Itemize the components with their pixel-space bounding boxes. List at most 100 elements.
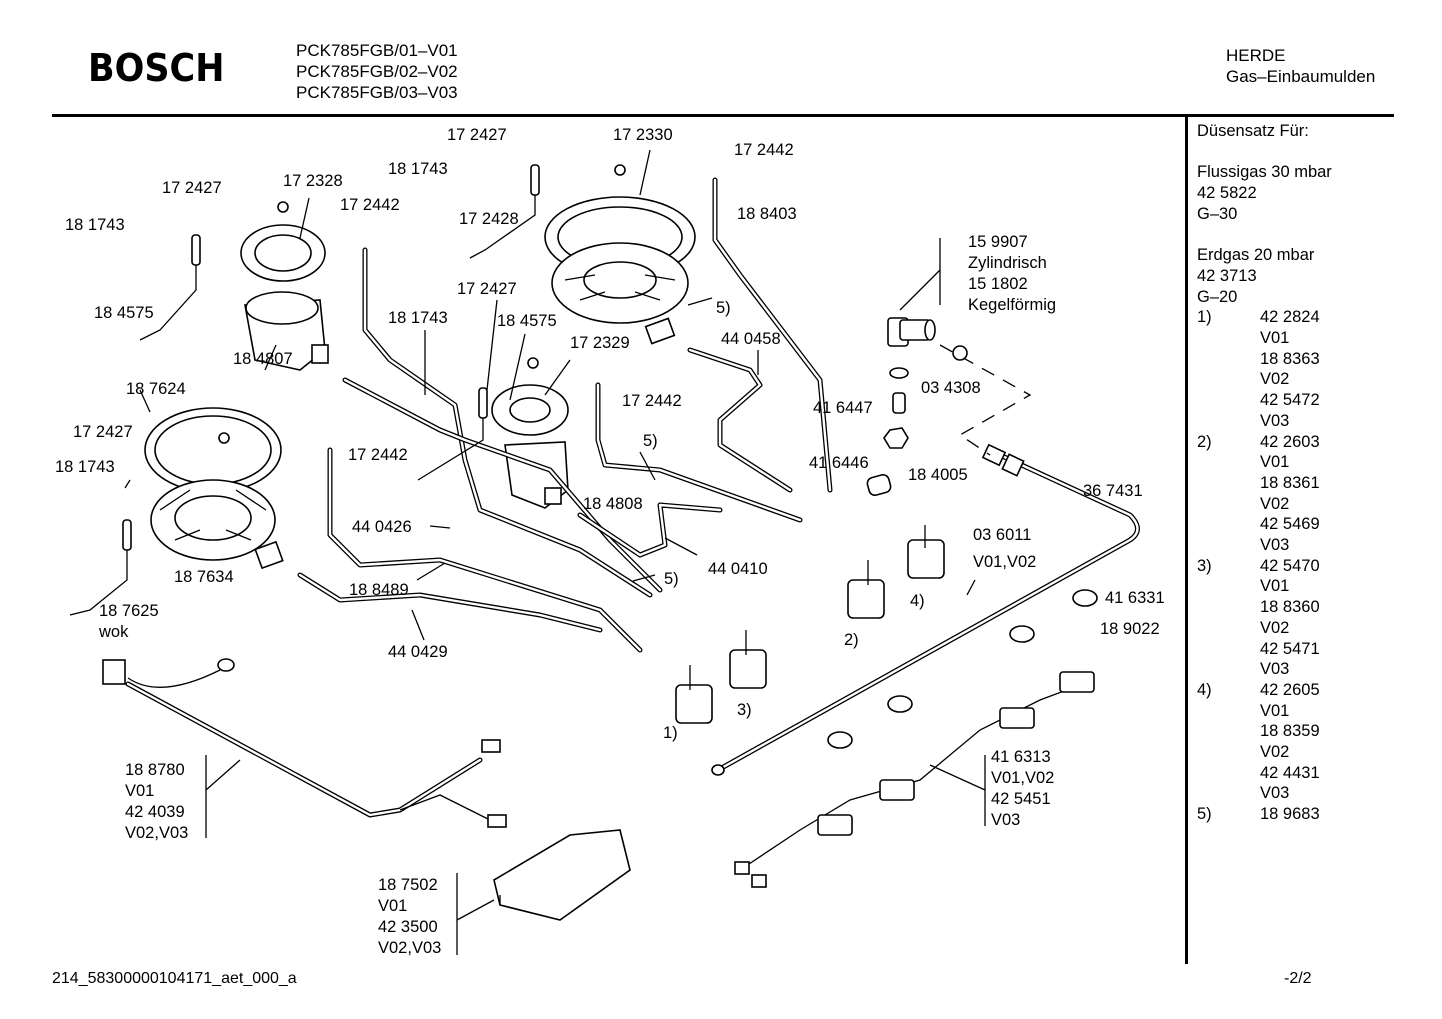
nozzle-entry-key: 3) [1197,556,1212,575]
nozzle-entry-row: 5)18 9683 [1197,804,1332,825]
elbow-fitting [866,317,968,496]
valve-3 [729,630,767,689]
part-number-label: 17 2329 [570,334,630,352]
nozzle-entry-key: 4) [1197,680,1212,699]
part-number-label: 41 6313 [991,748,1051,766]
gas-manifold-pipe [711,443,1140,776]
nozzle-entry-row: V03 [1197,783,1332,804]
nozzle-entry-row: V01 [1197,701,1332,722]
part-number-label: 17 2442 [348,446,408,464]
part-number-label: 18 4575 [497,312,557,330]
nozzle-entry-value: 42 5472 [1260,391,1320,410]
part-number-label: V02,V03 [378,939,441,957]
part-number-label: 18 1743 [388,309,448,327]
nozzle-entry-value: 18 8360 [1260,598,1320,617]
part-number-label: 17 2428 [459,210,519,228]
nozzle-entry-row: V03 [1197,659,1332,680]
part-number-label: 18 7625 [99,602,159,620]
nozzle-entry-row: V01 [1197,452,1332,473]
valve-2 [847,560,885,619]
gas-group-part: 42 5822 [1197,184,1257,203]
part-number-label: V01,V02 [973,553,1036,571]
nozzle-entry-value: V01 [1260,577,1290,596]
part-number-label: 17 2442 [734,141,794,159]
part-number-label: 5) [643,432,658,450]
part-number-label: Zylindrisch [968,254,1047,272]
part-number-label: 18 7624 [126,380,186,398]
part-number-label: 1) [663,724,678,742]
part-number-label: 18 8489 [349,581,409,599]
sidebar-divider [1185,116,1188,964]
nozzle-entry-value: 18 8359 [1260,722,1320,741]
part-number-label: 44 0426 [352,518,412,536]
part-number-label: 18 1743 [65,216,125,234]
connection-dashed-line [939,344,1032,456]
nozzle-entry-value: 42 2824 [1260,308,1320,327]
part-number-label: 3) [737,701,752,719]
gas-group-code: G–30 [1197,204,1238,223]
nozzle-entry-row: V02 [1197,369,1332,390]
page-number: -2/2 [1284,970,1312,987]
nozzle-entry-value: V01 [1260,453,1290,472]
nozzle-entry-value: 42 2605 [1260,680,1320,699]
document-id: 214_58300000104171_aet_000_a [52,970,297,987]
nozzle-entry-row: 4) 42 2605 [1197,680,1332,701]
nozzle-entry-value: 42 5471 [1260,639,1320,658]
part-number-label: 42 5451 [991,790,1051,808]
small-burner-left [240,201,329,371]
part-number-label: V01,V02 [991,769,1054,787]
nozzle-entry-row: 18 8361 [1197,473,1332,494]
part-number-label: 41 6331 [1105,589,1165,607]
nozzle-entry-value: 42 5470 [1260,556,1320,575]
category-line: HERDE [1226,46,1286,65]
model-list: PCK785FGB/01–V01 PCK785FGB/02–V02 PCK785… [296,40,458,103]
ignition-module [493,829,631,921]
nozzle-set-panel: Düsensatz Für: Flussigas 30 mbar 42 5822… [1197,121,1332,825]
nozzle-entry-row: 42 4431 [1197,763,1332,784]
thermocouple-lines [297,177,833,653]
nozzle-entry-row: 42 5469 [1197,514,1332,535]
nozzle-entry-row: 42 5471 [1197,639,1332,660]
large-burner [544,164,696,345]
part-number-label: 17 2427 [162,179,222,197]
wiring-harness [102,658,507,828]
nozzle-entry-key: 5) [1197,805,1212,824]
part-number-label: 18 1743 [55,458,115,476]
part-number-label: V03 [991,811,1020,829]
valve-4 [907,525,945,579]
category-line: Gas–Einbaumulden [1226,67,1376,86]
gas-group-code: G–20 [1197,287,1238,306]
wok-burner [144,407,284,570]
nozzle-entry-value: V01 [1260,329,1290,347]
part-number-label: 18 4005 [908,466,968,484]
part-number-label: 18 4575 [94,304,154,322]
part-number-label: 5) [664,570,679,588]
part-number-label: 42 3500 [378,918,438,936]
part-number-label: V01 [125,782,154,800]
gas-group-lpg: Flussigas 30 mbar 42 5822 G–30 [1197,162,1332,224]
nozzle-entry-value: V03 [1260,784,1290,803]
gas-group-name: Flussigas 30 mbar [1197,163,1332,182]
part-number-label: 44 0410 [708,560,768,578]
part-number-label: 18 7502 [378,876,438,894]
ignition-harness [734,671,1095,888]
gas-group-natural: Erdgas 20 mbar 42 3713 G–20 [1197,245,1332,307]
small-burner-center [491,357,569,509]
ignition-electrodes [69,164,540,616]
part-number-label: 44 0429 [388,643,448,661]
part-number-label: 17 2427 [457,280,517,298]
nozzle-entry-key: 2) [1197,432,1212,451]
part-number-label: 42 4039 [125,803,185,821]
nozzle-entry-key: 1) [1197,308,1212,327]
part-number-label: 18 8780 [125,761,185,779]
part-number-label: 18 4808 [583,495,643,513]
valve-1 [675,665,713,724]
nozzle-entry-value: V01 [1260,701,1290,720]
nozzle-entry-value: V03 [1260,660,1290,679]
model-number: PCK785FGB/01–V01 [296,41,458,60]
part-number-label: 18 8403 [737,205,797,223]
nozzle-entry-value: 18 8363 [1260,349,1320,368]
